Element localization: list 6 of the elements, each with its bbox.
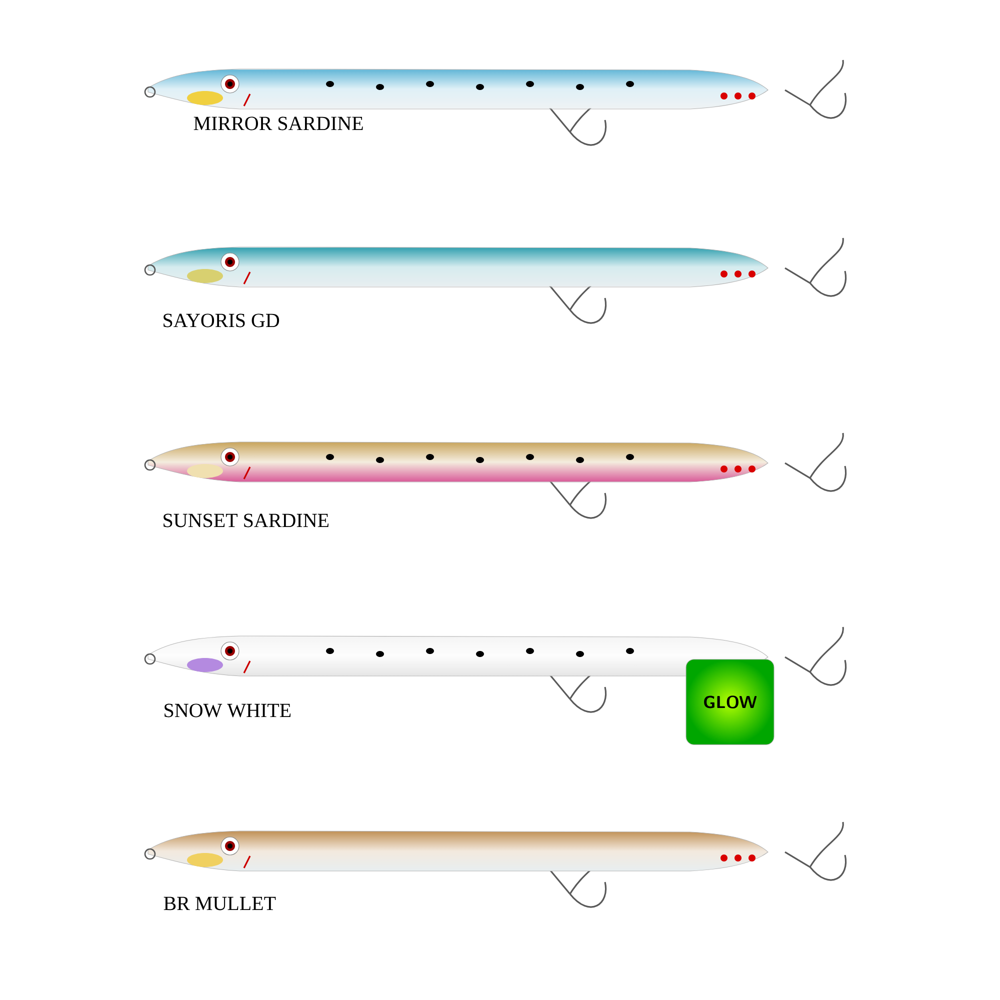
color-name: SUNSET SARDINE [164, 514, 328, 528]
color-name: BR MULLET [164, 896, 276, 910]
color-name: MIRROR SARDINE [194, 116, 363, 130]
color-name: SAYORIS GD [164, 314, 280, 328]
color-name: SNOW WHITE [164, 704, 291, 718]
glow-badge: GLOW [686, 659, 774, 745]
